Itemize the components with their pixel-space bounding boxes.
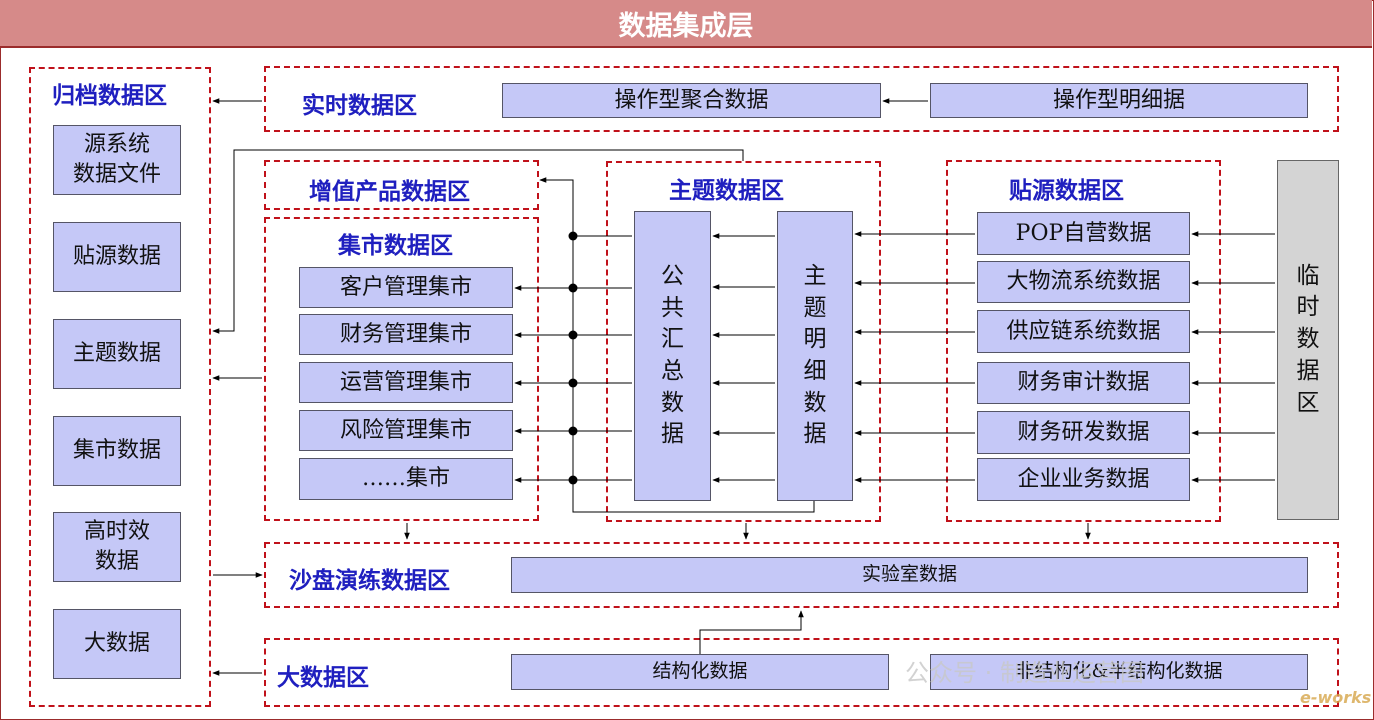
junction-dot-2 (568, 283, 578, 293)
junction-dot-4 (568, 378, 578, 388)
junction-dot-5 (568, 426, 578, 436)
junction-dot-1 (568, 231, 578, 241)
bigdata-zone-title: 大数据区 (277, 664, 369, 691)
source-finance-rd: 财务研发数据 (977, 411, 1190, 454)
sandbox-zone-title: 沙盘演练数据区 (289, 567, 450, 594)
watermark-text: 公众号 · 制造业运营图 (905, 659, 1144, 687)
source-zone-title: 贴源数据区 (1009, 177, 1124, 204)
source-zone (946, 160, 1221, 522)
archive-subject-data: 主题数据 (53, 319, 181, 389)
realtime-zone-title: 实时数据区 (302, 92, 417, 119)
common-summary-data: 公 共 汇 总 数 据 (634, 211, 711, 501)
value-added-zone (264, 160, 539, 210)
mart-zone (264, 217, 539, 521)
mart-other: ……集市 (299, 458, 513, 500)
arrow-bus-to-value-added (539, 177, 815, 513)
mart-zone-title: 集市数据区 (338, 232, 453, 259)
operational-detail-data: 操作型明细据 (930, 83, 1308, 118)
mart-customer: 客户管理集市 (299, 267, 513, 308)
bigdata-zone (264, 638, 1339, 707)
source-pop: POP自营数据 (977, 212, 1190, 255)
archive-mart-data: 集市数据 (53, 416, 181, 486)
junction-dot-3 (568, 330, 578, 340)
source-logistics: 大物流系统数据 (977, 261, 1190, 303)
mart-finance: 财务管理集市 (299, 314, 513, 355)
subject-zone-title: 主题数据区 (669, 177, 784, 204)
lab-data: 实验室数据 (511, 557, 1308, 593)
unstructured-data: 非结构化&半结构化数据 (930, 654, 1308, 690)
diagram-title: 数据集成层 (0, 0, 1372, 48)
source-enterprise-business: 企业业务数据 (977, 458, 1190, 501)
source-finance-audit: 财务审计数据 (977, 362, 1190, 404)
archive-staging-data: 贴源数据 (53, 222, 181, 292)
value-added-zone-title: 增值产品数据区 (309, 178, 470, 205)
subject-detail-data: 主 题 明 细 数 据 (777, 211, 853, 501)
mart-risk: 风险管理集市 (299, 410, 513, 451)
archive-zone (29, 67, 211, 707)
realtime-zone (264, 66, 1339, 132)
sandbox-zone (264, 542, 1339, 608)
temporary-data-zone: 临 时 数 据 区 (1277, 160, 1339, 520)
subject-zone (606, 161, 881, 522)
watermark-logo: e-works (1300, 688, 1372, 707)
source-supply-chain: 供应链系统数据 (977, 310, 1190, 353)
archive-big-data: 大数据 (53, 609, 181, 679)
structured-data: 结构化数据 (511, 654, 889, 690)
arrow-structured-to-lab (699, 610, 804, 654)
mart-operations: 运营管理集市 (299, 362, 513, 403)
junction-dot-6 (568, 475, 578, 485)
archive-zone-title: 归档数据区 (52, 82, 167, 109)
arrow-subject-to-archive (212, 149, 744, 334)
archive-source-files: 源系统 数据文件 (53, 125, 181, 195)
archive-high-timeliness-data: 高时效 数据 (53, 512, 181, 582)
operational-aggregate-data: 操作型聚合数据 (502, 83, 881, 118)
